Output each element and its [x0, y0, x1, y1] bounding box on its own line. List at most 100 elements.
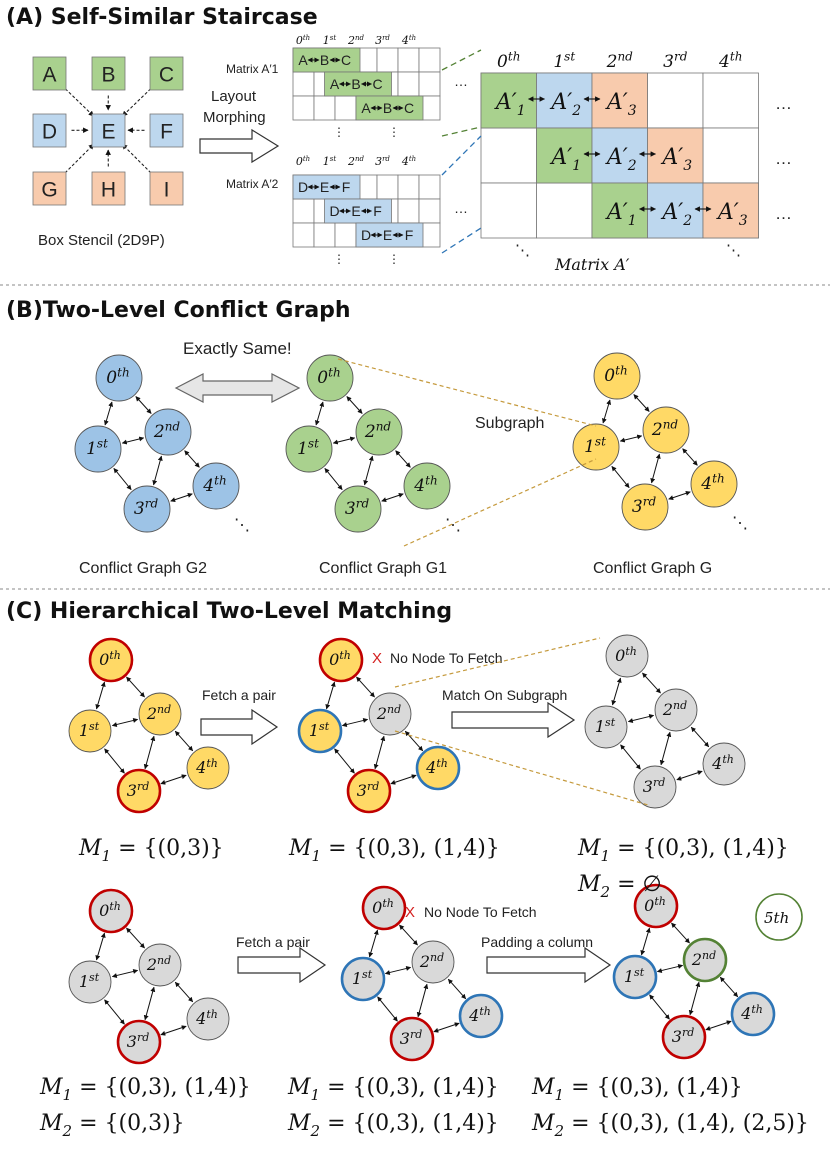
graph-edge: [676, 770, 703, 781]
graph-node-label: 3rd: [127, 1031, 150, 1051]
matrix-band-letter: E: [320, 179, 329, 195]
graph-node-label: 2nd: [146, 954, 171, 974]
graph-edge: [384, 966, 412, 975]
matrix-cell: [292, 95, 315, 121]
graph-node-label: 4th: [195, 1008, 218, 1028]
graph-node-label: 3rd: [632, 495, 657, 517]
big-matrix-col-header: 2nd: [606, 50, 634, 72]
subgraph-line-top: [337, 358, 597, 427]
graph-edge: [633, 394, 650, 412]
arrow-label-morphing: Morphing: [203, 109, 266, 126]
graph-edge: [95, 932, 106, 961]
graph-node: [340, 956, 386, 1002]
graph-node: [702, 742, 746, 786]
graph-edge: [619, 434, 643, 443]
matching-equation: M2 = ∅: [577, 872, 662, 901]
stencil-cell: [91, 113, 126, 148]
graph-node-label: 0th: [99, 649, 121, 669]
x-mark-2: X: [405, 904, 415, 921]
graph-node: [68, 960, 112, 1004]
graph-node-label: 2nd: [376, 703, 401, 723]
graph-node-label: 1st: [297, 437, 319, 459]
graph-edge: [160, 1025, 187, 1036]
graph-node-label: 4th: [468, 1005, 491, 1025]
graph-node-label: 3rd: [127, 780, 150, 800]
graph-edge: [649, 994, 670, 1020]
graph-node: [116, 1019, 162, 1065]
matrix-col-header: 1st: [323, 155, 337, 168]
graph-edge: [659, 731, 672, 766]
graph-node: [584, 705, 628, 749]
graph-node-label: 2nd: [419, 951, 444, 971]
graph-edge: [656, 964, 684, 973]
big-matrix-ellipsis: …: [775, 149, 792, 168]
stencil-cell-label: C: [159, 64, 174, 87]
graph-node-label: 4th: [700, 472, 724, 494]
c-subgraph-line-bottom: [394, 730, 649, 806]
graph-ellipsis: ⋱: [445, 517, 461, 534]
graph-edge: [113, 467, 132, 491]
big-matrix-ellipsis: …: [775, 94, 792, 113]
matrix-col-header: 3rd: [375, 155, 390, 168]
matrix-band-letter: C: [404, 100, 414, 116]
big-matrix-cell: [536, 182, 593, 239]
matrix-band-letter: F: [405, 227, 414, 243]
matrix-band-letter: A: [361, 100, 371, 116]
matrix-band-letter: B: [383, 100, 392, 116]
node-5th: [755, 893, 803, 941]
graph-node: [68, 709, 112, 753]
graph-node: [186, 746, 230, 790]
matrix-band-letter: A: [330, 76, 340, 92]
graph-node: [368, 692, 412, 736]
graph-edge: [126, 676, 145, 698]
stencil-arrow: [121, 143, 152, 174]
padding-column-arrow: [486, 946, 612, 984]
matrix-cell: [313, 222, 336, 248]
graph-edge: [126, 927, 145, 949]
graph-edge: [135, 396, 152, 414]
big-matrix-col-header: 4th: [718, 50, 742, 72]
graph-node-label: 3rd: [672, 1026, 695, 1046]
matrix-col-header: 0th: [296, 155, 310, 168]
matrix-band-letter: F: [342, 179, 351, 195]
graph-node: [605, 634, 649, 678]
graph-node-label: 4th: [413, 474, 437, 496]
matrix-cell: [313, 95, 336, 121]
graph-node: [318, 637, 364, 683]
graph-node: [633, 765, 677, 809]
section-b-title: (B)Two-Level Conflict Graph: [6, 298, 351, 323]
graph-edge: [314, 401, 325, 426]
graph-edge: [690, 726, 710, 748]
graph-edge: [395, 450, 411, 468]
graph-node: [138, 943, 182, 987]
graph-edge: [184, 450, 200, 468]
stencil-cell: [91, 56, 126, 91]
graph-edge: [404, 730, 424, 752]
graph-edge: [390, 774, 417, 785]
graph-node-label: 2nd: [364, 420, 392, 442]
matrix-band-letter: D: [329, 203, 339, 219]
big-matrix-label: A′1: [494, 90, 526, 119]
graph-node-label: 1st: [595, 716, 616, 736]
matrix-ellipsis: …: [454, 200, 468, 216]
graph-edge: [174, 981, 194, 1003]
big-matrix-label: A′2: [549, 90, 581, 119]
graph-edge: [104, 999, 125, 1025]
big-matrix-col-header: 3rd: [663, 50, 688, 72]
stencil-cell-label: E: [101, 121, 115, 144]
matrix-ellipsis: …: [454, 73, 468, 89]
matrix-band-letter: D: [361, 227, 371, 243]
big-matrix-cell: [480, 127, 537, 184]
graph-node: [138, 692, 182, 736]
graph-node: [389, 1016, 435, 1062]
stencil-arrow: [64, 143, 95, 174]
matrix-vdots: ⋮: [388, 252, 400, 266]
no-node-label-1: No Node To Fetch: [390, 650, 503, 666]
big-matrix-label: A′2: [660, 200, 692, 229]
graph-edge: [642, 672, 661, 694]
graph-node: [572, 423, 620, 471]
